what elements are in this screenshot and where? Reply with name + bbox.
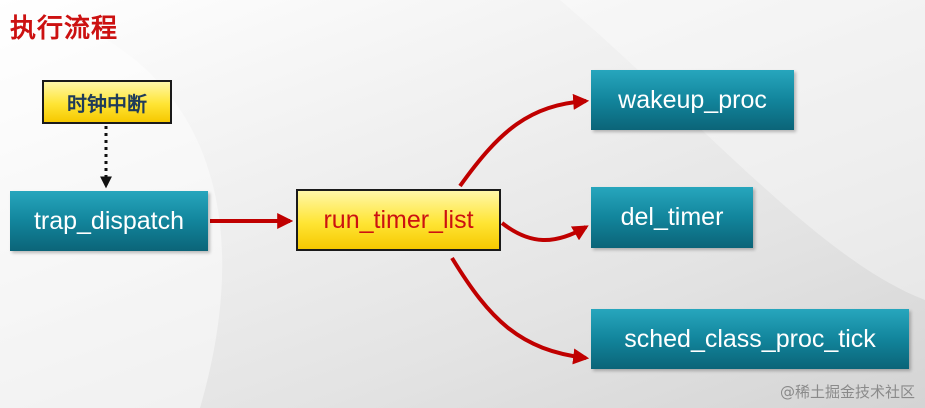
arrow-runlist-to-del <box>500 221 589 242</box>
node-trap-dispatch: trap_dispatch <box>10 191 208 251</box>
arrow-runlist-to-sched <box>450 256 590 365</box>
node-del-timer-label: del_timer <box>620 203 724 231</box>
node-sched-class-proc-tick-label: sched_class_proc_tick <box>624 324 876 353</box>
node-sched-class-proc-tick: sched_class_proc_tick <box>591 309 909 369</box>
node-run-timer-list: run_timer_list <box>296 189 501 251</box>
node-wakeup-proc-label: wakeup_proc <box>618 85 767 114</box>
node-del-timer: del_timer <box>591 187 753 248</box>
watermark: @稀土掘金技术社区 <box>779 383 915 401</box>
node-clock-interrupt-label: 时钟中断 <box>67 91 147 116</box>
node-clock-interrupt: 时钟中断 <box>42 80 172 124</box>
node-run-timer-list-label: run_timer_list <box>323 205 474 234</box>
node-wakeup-proc: wakeup_proc <box>591 70 794 130</box>
page-title: 执行流程 <box>10 14 119 44</box>
arrow-runlist-to-wakeup <box>458 93 590 188</box>
node-trap-dispatch-label: trap_dispatch <box>33 206 185 235</box>
